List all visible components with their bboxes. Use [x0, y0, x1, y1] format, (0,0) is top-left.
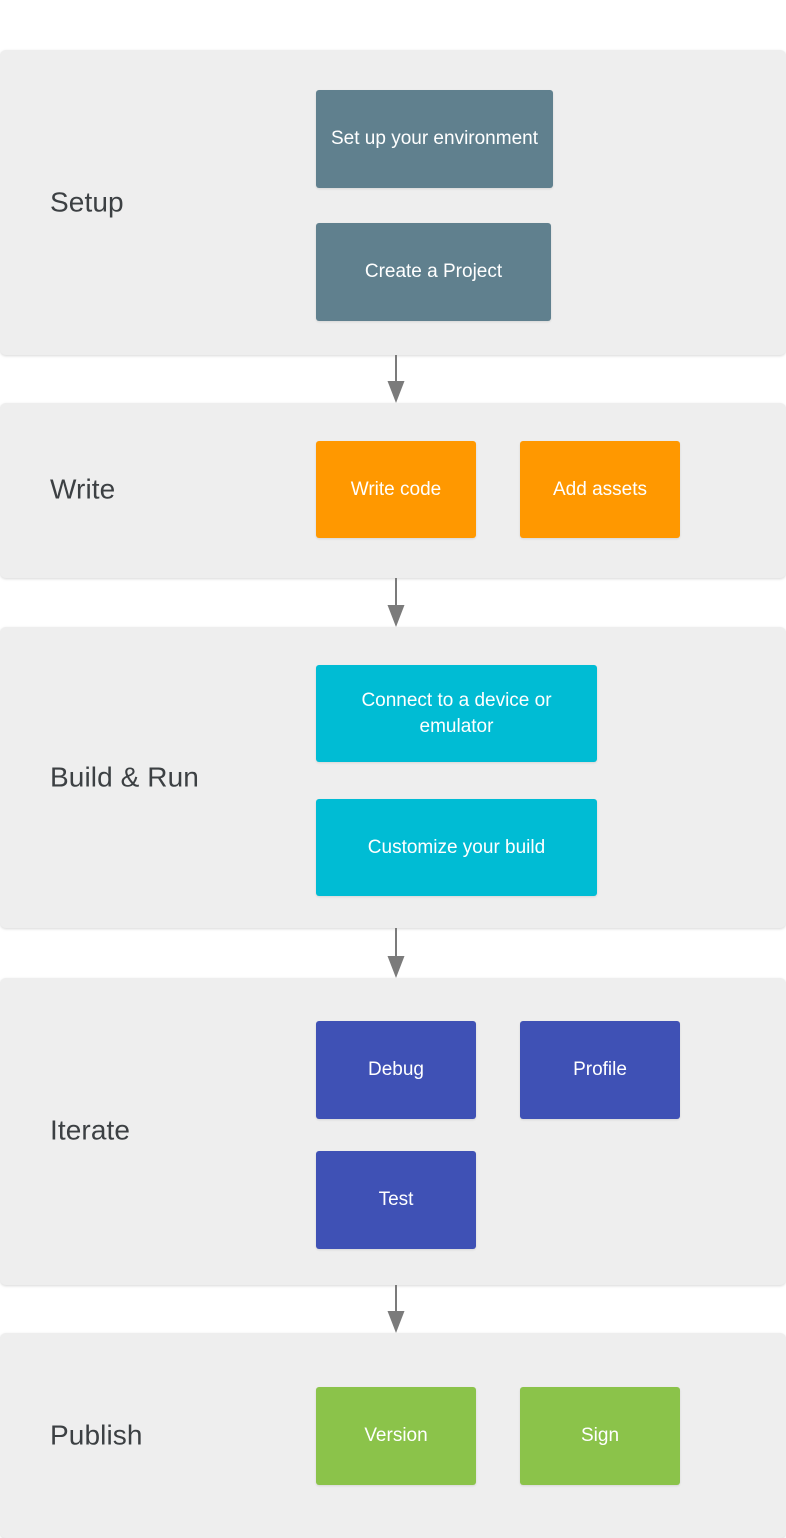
connector-write-to-build [384, 578, 408, 627]
stage-label-build-and-run: Build & Run [50, 761, 199, 793]
node-add-assets[interactable]: Add assets [520, 441, 680, 538]
connector-build-to-iterate [384, 928, 408, 978]
node-version[interactable]: Version [316, 1387, 476, 1485]
node-profile[interactable]: Profile [520, 1021, 680, 1119]
node-sign[interactable]: Sign [520, 1387, 680, 1485]
connector-iterate-to-publish [384, 1285, 408, 1333]
node-connect-to-a-device-or-emulator[interactable]: Connect to a device or emulator [316, 665, 597, 762]
connector-setup-to-write [384, 355, 408, 403]
node-set-up-your-environment[interactable]: Set up your environment [316, 90, 553, 188]
node-create-a-project[interactable]: Create a Project [316, 223, 551, 321]
stage-label-setup: Setup [50, 186, 124, 218]
node-test[interactable]: Test [316, 1151, 476, 1249]
stage-label-iterate: Iterate [50, 1114, 131, 1146]
stage-label-publish: Publish [50, 1419, 143, 1451]
node-write-code[interactable]: Write code [316, 441, 476, 538]
stage-label-write: Write [50, 473, 116, 505]
node-customize-your-build[interactable]: Customize your build [316, 799, 597, 896]
node-debug[interactable]: Debug [316, 1021, 476, 1119]
